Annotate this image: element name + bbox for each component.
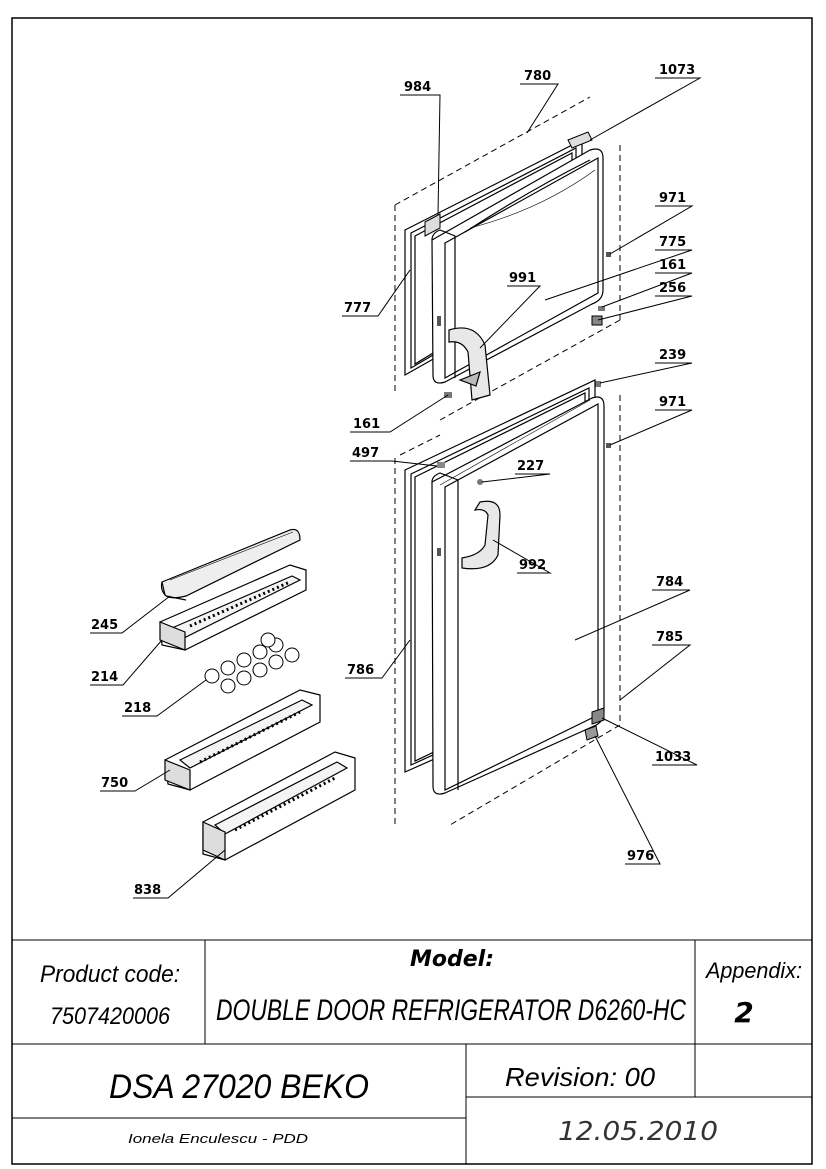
product-code-label: Product code: — [40, 961, 180, 988]
callout-161: 161 — [659, 258, 686, 273]
callout-786: 786 — [347, 663, 374, 678]
callout-labels: 984 780 1073 971 775 161 256 991 777 239… — [91, 63, 695, 898]
lower-handle-992 — [461, 500, 501, 570]
title-block — [12, 939, 812, 1164]
hinge-cover-1073 — [567, 131, 593, 149]
callout-785: 785 — [656, 630, 683, 645]
callout-775: 775 — [659, 235, 686, 250]
shelf-214 — [159, 564, 307, 651]
appendix-number: 2 — [734, 996, 753, 1029]
callout-227: 227 — [517, 459, 544, 474]
model-label: Model: — [410, 947, 494, 972]
callout-784: 784 — [656, 575, 683, 590]
pin-239 — [595, 381, 601, 387]
callout-1073: 1073 — [659, 63, 695, 78]
date: 12.05.2010 — [558, 1117, 718, 1147]
document-code: DSA 27020 BEKO — [109, 1068, 369, 1106]
callout-239: 239 — [659, 348, 686, 363]
callout-984: 984 — [404, 80, 431, 95]
shelf-838 — [202, 751, 356, 861]
block-256 — [591, 315, 603, 326]
callout-780: 780 — [524, 69, 551, 84]
egg-tray-218 — [204, 632, 300, 694]
clip-497 — [437, 462, 445, 468]
appendix-label: Appendix: — [704, 958, 802, 983]
callout-1033: 1033 — [655, 750, 691, 765]
model-name: DOUBLE DOOR REFRIGERATOR D6260-HC — [216, 994, 686, 1027]
author: Ionela Enculescu - PDD — [128, 1131, 308, 1146]
sheet-border — [11, 17, 813, 1165]
upper-door — [431, 148, 604, 384]
callout-971-lower: 971 — [659, 395, 686, 410]
callout-971: 971 — [659, 191, 686, 206]
pin-227 — [477, 479, 483, 485]
upper-handle-991 — [448, 327, 491, 401]
callout-976: 976 — [627, 849, 654, 864]
callout-991: 991 — [509, 271, 536, 286]
callout-218: 218 — [124, 701, 151, 716]
callout-161-lower: 161 — [353, 417, 380, 432]
upper-clip-984 — [424, 213, 441, 237]
lower-door — [431, 396, 605, 795]
leader-lines — [90, 77, 702, 899]
pin-971b — [606, 443, 611, 448]
shelf-cover-245 — [160, 528, 301, 601]
pin-971a — [606, 252, 611, 257]
assembly-lines — [394, 96, 621, 826]
shelf-750 — [164, 689, 321, 791]
callout-992: 992 — [519, 558, 546, 573]
revision: Revision: 00 — [505, 1062, 656, 1092]
pin-161a — [598, 306, 605, 311]
drawing-area: 984 780 1073 971 775 161 256 991 777 239… — [90, 63, 702, 899]
callout-750: 750 — [101, 776, 128, 791]
hinge-1033 — [591, 707, 605, 725]
callout-497: 497 — [352, 446, 379, 461]
callout-245: 245 — [91, 618, 118, 633]
product-code: 7507420006 — [50, 1003, 171, 1030]
callout-256: 256 — [659, 281, 686, 296]
callout-777: 777 — [344, 301, 371, 316]
callout-838: 838 — [134, 883, 161, 898]
callout-214: 214 — [91, 670, 118, 685]
